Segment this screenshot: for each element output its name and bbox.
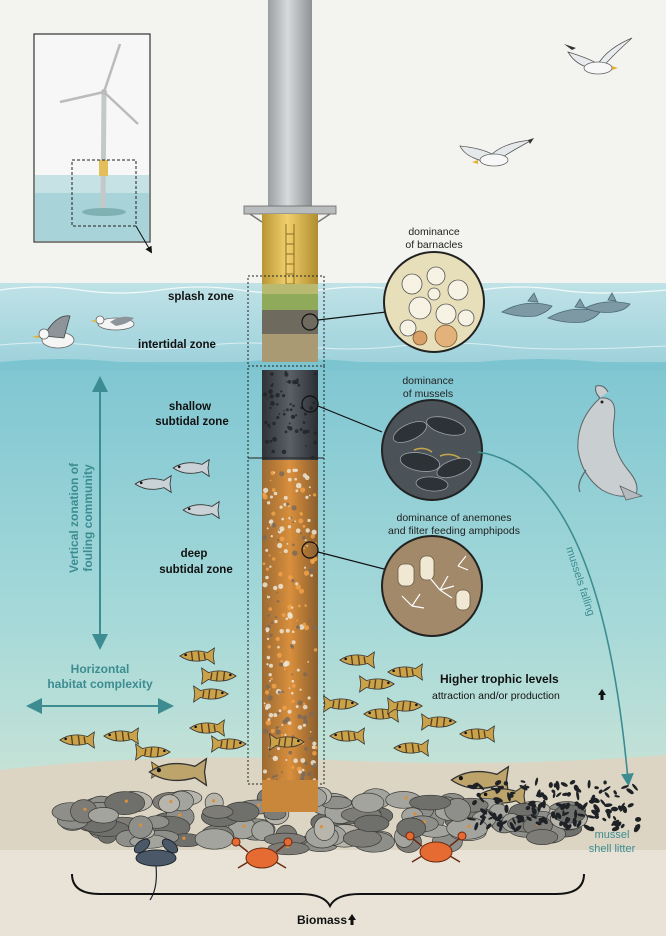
label-barnacles-1: dominance (408, 226, 460, 238)
seagull-icon (459, 138, 534, 167)
fish-icon (59, 731, 95, 749)
label-mussels-2: of mussels (403, 388, 453, 400)
mussel-shell-litter (466, 777, 642, 833)
label-deep-subtidal: subtidal zone (159, 564, 232, 576)
pile-base (262, 780, 318, 812)
focus-ring-barnacles (301, 313, 319, 331)
up-arrow-icon (348, 914, 356, 925)
fish-icon (172, 458, 210, 478)
label-vertical-zonation-2: fouling community (81, 464, 95, 572)
fish-icon (135, 743, 171, 761)
fish-icon (450, 765, 510, 795)
label-horizontal-1: Horizontal (71, 662, 130, 676)
seal-icon (577, 385, 644, 501)
label-shallow: shallow (169, 401, 211, 413)
label-intertidal-zone: intertidal zone (138, 339, 216, 351)
fish-icon (148, 757, 208, 787)
fish-icon (459, 725, 495, 743)
label-barnacles-2: of barnacles (405, 239, 462, 251)
fish-icon (359, 675, 395, 693)
mussels-closeup (381, 399, 483, 501)
label-litter-2: shell litter (589, 843, 636, 855)
label-anemones-1: dominance of anemones (397, 512, 512, 524)
label-horizontal-2: habitat complexity (47, 677, 153, 691)
fish-icon (134, 474, 172, 494)
label-deep: deep (181, 548, 208, 560)
fish-icon (269, 733, 305, 751)
mussels-falling-arrow (477, 451, 634, 787)
seagull-icon (32, 315, 75, 349)
fish-icon (189, 719, 225, 737)
fish-icon (363, 705, 399, 723)
fish-icon (393, 739, 429, 757)
focus-ring-anemones (301, 541, 319, 559)
wave-line-top (0, 286, 666, 294)
fish-icon (179, 647, 215, 665)
focus-ring-mussels (301, 395, 319, 413)
fish-layer (59, 458, 527, 809)
fish-icon (201, 667, 237, 685)
anemones-closeup (381, 535, 483, 637)
label-mussels-1: dominance (402, 375, 454, 387)
turbine-inset (33, 33, 153, 254)
lobster-icon (133, 838, 179, 901)
label-vertical-zonation-1: Vertical zonation of (67, 462, 81, 573)
dolphin-icon (501, 292, 631, 323)
fish-icon (387, 697, 423, 715)
label-anemones-2: and filter feeding amphipods (388, 525, 520, 537)
fish-icon (103, 727, 139, 745)
fish-icon (329, 727, 365, 745)
crab-icon (231, 837, 293, 869)
seagull-icon (564, 37, 633, 75)
crab-icon (405, 831, 467, 863)
scour-protection-rocks (51, 782, 589, 856)
up-arrow-icon (598, 689, 606, 700)
biomass-brace (71, 873, 585, 909)
barnacles-closeup (383, 251, 485, 353)
fish-icon (323, 695, 359, 713)
label-shallow-subtidal: subtidal zone (155, 416, 228, 428)
label-trophic-subtitle: attraction and/or production (432, 690, 560, 702)
label-trophic-title: Higher trophic levels (440, 672, 559, 686)
underwater (0, 362, 666, 792)
fish-icon (182, 500, 220, 520)
fish-icon (193, 685, 229, 703)
label-splash-zone: splash zone (168, 291, 234, 303)
waterline (0, 359, 666, 370)
fish-icon (339, 651, 375, 669)
seagull-icon (90, 315, 135, 331)
fish-icon (211, 735, 247, 753)
fish-icon (421, 713, 457, 731)
label-biomass: Biomass (297, 913, 347, 927)
intertidal-pile (262, 334, 318, 362)
fish-icon (387, 663, 423, 681)
transition-piece (262, 214, 318, 284)
label-litter-1: mussel (595, 829, 630, 841)
turbine-tower (268, 0, 312, 210)
